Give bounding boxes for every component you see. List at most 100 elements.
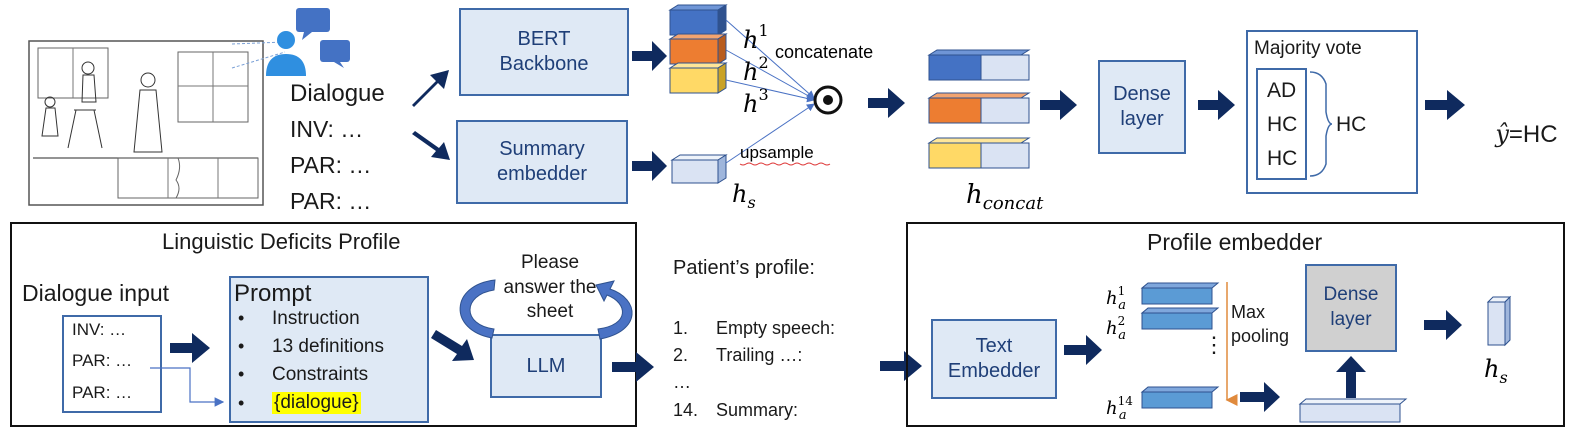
h1-label: h1: [743, 21, 769, 54]
ha14-vector: [1140, 386, 1220, 409]
bert-hidden-blocks: [668, 4, 728, 94]
summary-embedder-box: Summary embedder: [456, 120, 628, 204]
dialogue-title: Dialogue: [290, 80, 385, 107]
hconcat-blocks: [927, 49, 1031, 169]
arrow-summary-to-hs: [632, 151, 667, 181]
h3-label: h3: [743, 85, 769, 118]
dense-layer-box-bottom: Dense layer: [1305, 264, 1397, 352]
majority-vote-title: Majority vote: [1254, 38, 1362, 59]
profile-num-ellipsis: …: [673, 372, 691, 392]
arrow-input-to-prompt: [170, 333, 210, 363]
arrow-llm-to-profile: [612, 352, 654, 382]
loop-arrow-right: [595, 280, 633, 340]
dialogue-line-2: PAR: …: [290, 152, 372, 178]
ldp-arrows: [150, 279, 654, 407]
votes-box: [1256, 68, 1307, 180]
arrow-pooled-to-dense: [1336, 356, 1366, 398]
max-pooling-label: Max pooling: [1231, 302, 1290, 347]
dialogue-input-box: [62, 315, 162, 413]
prompt-bullet-1: •: [238, 308, 245, 328]
prompt-item-3: Constraints: [272, 364, 369, 385]
arrow-vote-to-output: [1425, 90, 1465, 120]
concatenate-label: concatenate: [775, 42, 873, 62]
profile-num-2: 2.: [673, 345, 689, 365]
profile-text-14: Summary:: [716, 400, 799, 420]
hconcat-label: hconcat: [966, 180, 1044, 214]
prompt-bullet-2: •: [238, 336, 245, 356]
vote-3: HC: [1267, 147, 1298, 170]
spellcheck-underline: [739, 162, 831, 166]
output-prediction: ŷ=HC: [1482, 92, 1558, 149]
vote-result: HC: [1336, 113, 1367, 136]
prompt-title: Prompt: [234, 280, 312, 307]
concatenate-operator-icon: [813, 85, 843, 115]
conversation-person-icon: [266, 8, 350, 76]
llm-label: LLM: [526, 354, 566, 377]
prompt-item-2: 13 definitions: [272, 336, 384, 357]
top-row-diagram: h1 h2 h3 concatenate upsample hs hconcat: [412, 4, 1465, 214]
ldp-title: Linguistic Deficits Profile: [162, 229, 401, 254]
arrow-concat-to-blocks: [868, 88, 905, 118]
profile-text-2: Trailing …:: [716, 345, 803, 365]
vote-bracket: [1309, 71, 1333, 177]
bert-backbone-box: BERT Backbone: [459, 8, 629, 96]
dialogue-to-placeholder-line: [150, 367, 225, 407]
hs-block: [670, 154, 728, 184]
pooled-vector: [1298, 398, 1408, 423]
arrow-dense-to-vote: [1198, 90, 1235, 120]
dialogue-input-label: Dialogue input: [22, 280, 170, 306]
prompt-bullet-4: •: [238, 393, 245, 413]
majority-vote-box: [1246, 30, 1418, 194]
loop-arrow-left: [459, 279, 496, 339]
bert-backbone-label: BERT Backbone: [499, 28, 589, 75]
loop-label: Please answer the sheet: [503, 252, 597, 323]
arrow-prompt-to-llm: [431, 330, 474, 361]
profile-to-embedder-arrow: [880, 351, 922, 381]
arrow-dense-to-hs: [1424, 310, 1462, 340]
profile-embedder-panel: [906, 222, 1565, 427]
arrow-dialogue-to-bert: [412, 70, 449, 107]
hs-label-top: hs: [732, 180, 756, 212]
summary-embedder-label: Summary embedder: [496, 138, 588, 185]
profile-num-1: 1.: [673, 318, 689, 338]
output-value: =HC: [1508, 121, 1558, 148]
cookie-theft-picture: [28, 40, 264, 206]
prompt-item-4-highlighted: {dialogue}: [272, 392, 361, 414]
dialogue-line-1: INV: …: [290, 116, 364, 142]
arrow-bert-to-h: [632, 41, 667, 71]
dense-layer-label-bottom: Dense layer: [1323, 284, 1379, 330]
input-line-1: INV: …: [72, 320, 127, 339]
profile-num-14: 14.: [673, 400, 699, 420]
hs-vector-bottom: [1486, 295, 1512, 347]
upsample-label: upsample: [740, 143, 814, 162]
prompt-item-1: Instruction: [272, 308, 360, 329]
profile-text-1: Empty speech:: [716, 318, 836, 338]
vote-2: HC: [1267, 113, 1298, 136]
patient-profile-title: Patient’s profile:: [673, 257, 815, 279]
text-embedder-box: Text Embedder: [931, 319, 1057, 399]
ha1-vector: [1140, 282, 1220, 305]
arrow-dialogue-to-summary: [412, 131, 450, 160]
picture-leader-lines: [231, 41, 286, 69]
llm-box: LLM: [490, 334, 602, 398]
profile-embedder-title: Profile embedder: [1147, 229, 1323, 255]
y-hat-symbol: ŷ: [1495, 120, 1509, 148]
input-line-3: PAR: …: [72, 383, 133, 402]
ha2-vector: [1140, 307, 1220, 330]
text-embedder-label: Text Embedder: [947, 335, 1041, 382]
dense-layer-label-top: Dense layer: [1113, 83, 1171, 130]
hs-label-bottom: hs: [1484, 355, 1508, 387]
input-line-2: PAR: …: [72, 351, 133, 370]
vote-1: AD: [1267, 79, 1297, 102]
dense-layer-box-top: Dense layer: [1098, 60, 1186, 154]
linguistic-deficits-profile-panel: [10, 222, 637, 427]
ellipsis-dots: ⋮: [1203, 332, 1225, 357]
prompt-bullet-3: •: [238, 364, 245, 384]
arrow-blocks-to-dense: [1040, 90, 1077, 120]
dialogue-line-3: PAR: …: [290, 188, 372, 214]
h2-label: h2: [743, 53, 769, 86]
